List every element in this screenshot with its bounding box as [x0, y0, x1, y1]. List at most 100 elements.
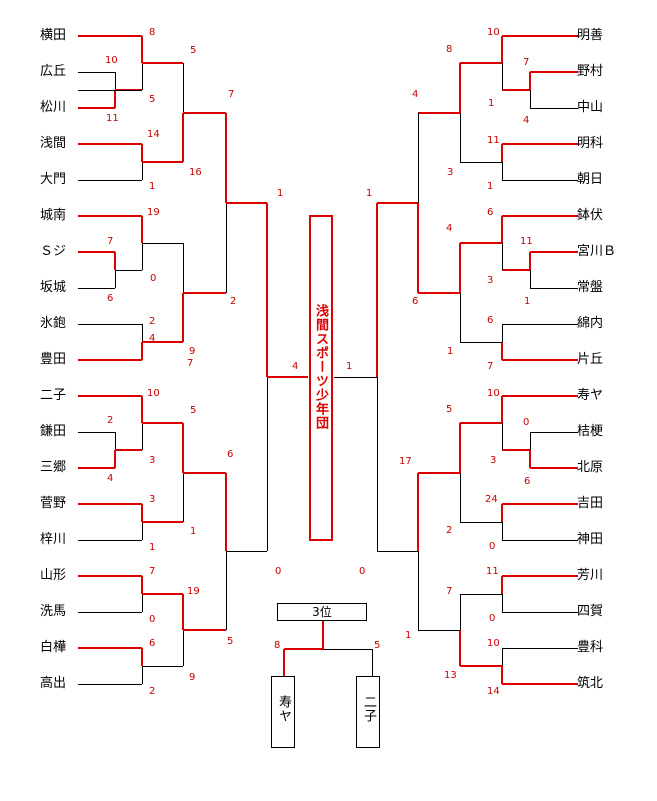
score-right: 6 — [412, 296, 419, 307]
team-name-left: 坂城 — [40, 280, 67, 295]
bracket-line — [183, 291, 226, 294]
score-right: 8 — [446, 44, 453, 55]
bracket-line — [78, 503, 142, 505]
team-name-right: 朝日 — [577, 172, 604, 187]
bracket-line — [530, 251, 578, 253]
score-left: 4 — [292, 361, 299, 372]
team-name-right: 寿ヤ — [577, 388, 604, 403]
score-left: 4 — [149, 333, 156, 344]
bracket-line — [460, 472, 461, 522]
bracket-line — [530, 288, 578, 289]
score-left: 19 — [187, 586, 200, 597]
team-name-right: 常盤 — [577, 280, 604, 295]
score-left: 6 — [227, 449, 234, 460]
bracket-line — [142, 162, 143, 180]
bracket-line — [141, 576, 143, 594]
score-left: 2 — [107, 415, 114, 426]
score-right: 1 — [487, 181, 494, 192]
third-place-right-team: 二子 — [361, 695, 376, 723]
bracket-line — [502, 575, 578, 577]
score-left: 7 — [149, 566, 156, 577]
bracket-line — [460, 522, 502, 523]
score-right: 0 — [489, 541, 496, 552]
team-name-left: 白樺 — [40, 640, 67, 655]
score-right: 1 — [447, 346, 454, 357]
score-left: 0 — [149, 614, 156, 625]
score-right: 3 — [487, 275, 494, 286]
bracket-line — [530, 467, 578, 469]
bracket-line — [78, 215, 142, 217]
team-name-right: 北原 — [577, 460, 604, 475]
bracket-line — [78, 180, 142, 181]
score-right: 10 — [487, 388, 500, 399]
team-name-right: 豊科 — [577, 640, 604, 655]
score-right: 6 — [487, 315, 494, 326]
score-right: 1 — [488, 98, 495, 109]
bracket-line — [115, 270, 142, 271]
bracket-line — [502, 395, 578, 397]
score-left: 1 — [277, 188, 284, 199]
bracket-line — [78, 251, 115, 253]
bracket-line — [142, 62, 183, 64]
bracket-line — [78, 324, 142, 325]
bracket-line — [502, 683, 578, 685]
third-place-header — [277, 603, 367, 621]
score-left: 0 — [275, 566, 282, 577]
bracket-line — [460, 162, 502, 163]
team-name-left: 高出 — [40, 676, 67, 691]
third-place-label: 3位 — [312, 605, 332, 619]
score-left: 9 — [189, 672, 196, 683]
team-name-right: 野村 — [577, 64, 604, 79]
bracket-line — [115, 72, 116, 90]
score-right: 7 — [523, 57, 530, 68]
bracket-line — [501, 666, 503, 684]
score-right: 11 — [487, 135, 500, 146]
bracket-line — [115, 432, 116, 450]
bracket-line — [323, 649, 372, 650]
bracket-line — [334, 377, 377, 378]
bracket-line — [459, 243, 461, 293]
score-left: 5 — [149, 94, 156, 105]
bracket-line — [142, 593, 183, 595]
team-name-left: 氷鉋 — [40, 316, 67, 331]
bracket-line — [267, 376, 308, 378]
bracket-line — [460, 665, 502, 667]
bracket-line — [502, 612, 578, 613]
score-left: 19 — [147, 207, 160, 218]
bracket-line — [226, 551, 227, 630]
score-left: 8 — [149, 27, 156, 38]
score-left: 3 — [149, 494, 156, 505]
bracket-line — [377, 201, 418, 204]
bracket-line — [142, 243, 143, 270]
bracket-line — [460, 292, 461, 342]
score-right: 11 — [520, 236, 533, 247]
bracket-line — [182, 423, 184, 473]
bracket-line — [141, 342, 143, 360]
bracket-line — [502, 324, 503, 342]
bracket-line — [530, 71, 578, 73]
bracket-line — [183, 472, 184, 522]
bracket-line — [226, 551, 267, 553]
score-right: 4 — [523, 115, 530, 126]
team-name-left: 菅野 — [40, 496, 67, 511]
bracket-line — [502, 215, 578, 217]
team-name-right: 明科 — [577, 136, 604, 151]
team-name-right: 宮川Ｂ — [577, 244, 617, 259]
score-right: 24 — [485, 494, 498, 505]
score-right: 13 — [444, 670, 457, 681]
score-left: 5 — [190, 405, 197, 416]
bracket-line — [376, 202, 378, 377]
bracket-line — [78, 684, 142, 685]
score-left: 4 — [107, 473, 114, 484]
bracket-line — [502, 594, 503, 612]
bracket-line — [417, 202, 419, 293]
bracket-line — [460, 422, 502, 424]
bracket-line — [141, 144, 143, 162]
bracket-line — [114, 450, 116, 468]
score-left: 14 — [147, 129, 160, 140]
team-name-left: 浅間 — [40, 136, 67, 151]
bracket-line — [182, 112, 184, 162]
bracket-line — [530, 432, 578, 433]
score-left: 2 — [230, 296, 237, 307]
score-left: 6 — [149, 638, 156, 649]
